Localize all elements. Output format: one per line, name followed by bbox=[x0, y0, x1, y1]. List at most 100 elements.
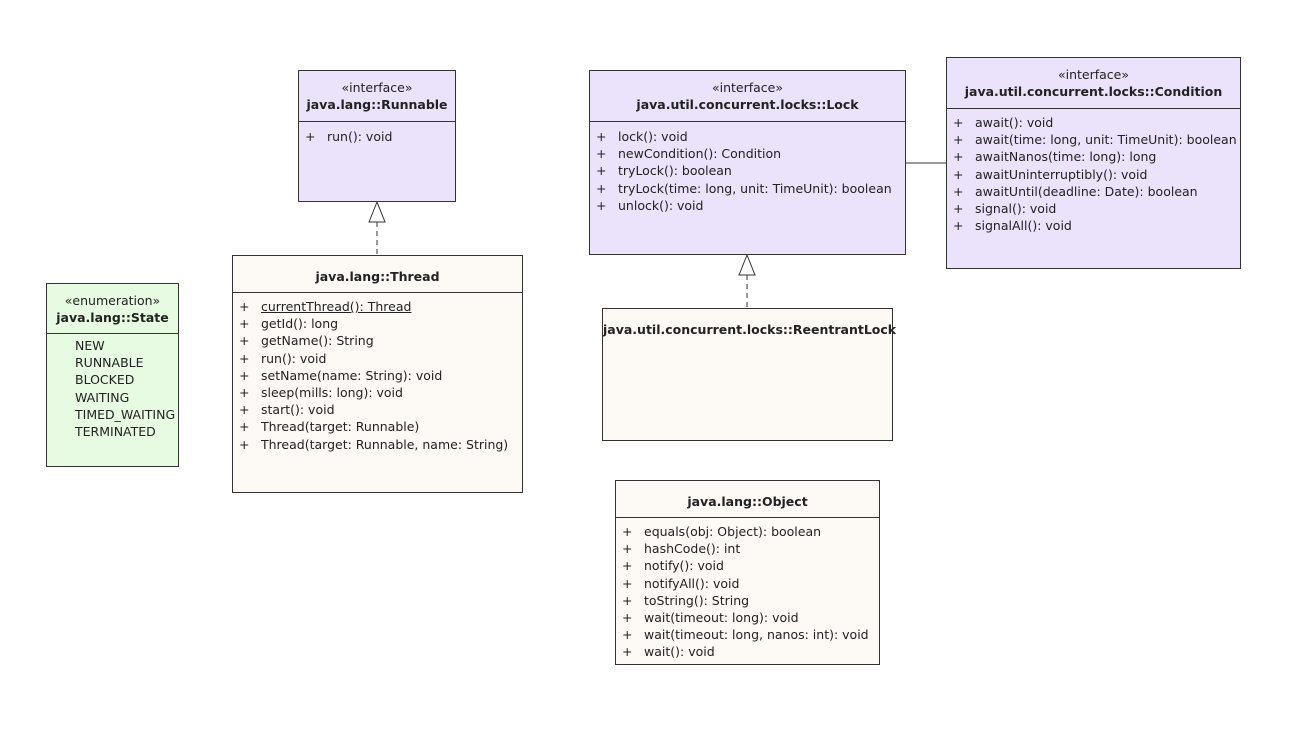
object-operation: + notifyAll(): void bbox=[616, 575, 879, 592]
op-signature: unlock(): void bbox=[618, 197, 704, 213]
thread-header: java.lang::Thread bbox=[233, 256, 522, 293]
enum-literal: RUNNABLE bbox=[75, 355, 144, 371]
state-name: java.lang::State bbox=[56, 310, 169, 325]
reentrantlock-name: java.util.concurrent.locks::ReentrantLoc… bbox=[603, 322, 897, 337]
runnable-stereotype: «interface» bbox=[341, 80, 413, 95]
thread-class-box[interactable]: java.lang::Thread + currentThread(): Thre… bbox=[232, 255, 523, 493]
op-visibility: + bbox=[239, 384, 250, 400]
op-visibility: + bbox=[622, 644, 633, 660]
op-visibility: + bbox=[239, 436, 250, 452]
enum-literal: NEW bbox=[75, 338, 105, 353]
op-visibility: + bbox=[953, 115, 964, 130]
op-visibility: + bbox=[953, 183, 964, 199]
object-operation: +wait(timeout: long): void bbox=[616, 609, 879, 626]
condition-name: java.util.concurrent.locks::Condition bbox=[964, 84, 1223, 99]
op-visibility: + bbox=[622, 575, 633, 591]
op-visibility: + bbox=[596, 197, 607, 213]
op-signature: wait(timeout: long): void bbox=[644, 609, 799, 625]
enum-literal: TIMED_WAITING bbox=[75, 406, 176, 422]
lock-name: java.util.concurrent.locks::Lock bbox=[636, 97, 859, 112]
op-visibility: + bbox=[953, 166, 964, 182]
thread-name: java.lang::Thread bbox=[315, 269, 440, 284]
thread-realizes-runnable-arrowhead bbox=[368, 200, 386, 223]
op-signature: currentThread(): Thread bbox=[261, 299, 412, 314]
object-operation: +wait(): void bbox=[616, 643, 879, 660]
op-visibility: + bbox=[239, 367, 250, 383]
op-visibility: + bbox=[239, 419, 250, 435]
condition-interface-box[interactable]: «interface» java.util.concurrent.locks::… bbox=[946, 57, 1241, 269]
op-visibility: + bbox=[622, 558, 633, 574]
op-visibility: + bbox=[953, 132, 964, 148]
condition-operations: + await(): void + await(time: long, unit: … bbox=[947, 109, 1240, 234]
op-signature: getId(): long bbox=[261, 316, 339, 332]
op-visibility: + bbox=[622, 592, 633, 608]
lock-interface-box[interactable]: «interface» java.util.concurrent.locks::… bbox=[589, 70, 906, 255]
lock-operation: +lock(): void bbox=[590, 128, 905, 145]
runnable-interface-box[interactable]: «interface» java.lang::Runnable + run():… bbox=[298, 70, 456, 202]
op-visibility: + bbox=[596, 180, 607, 196]
op-signature: awaitUntil(deadline: Date): boolean bbox=[975, 183, 1198, 199]
op-visibility: + bbox=[239, 316, 250, 332]
object-operation: +equals(obj: Object): boolean bbox=[616, 523, 879, 540]
enum-literal: BLOCKED bbox=[75, 372, 135, 388]
op-visibility: + bbox=[953, 200, 964, 216]
op-signature: equals(obj: Object): boolean bbox=[644, 524, 822, 539]
op-signature: setName(name: String): void bbox=[261, 367, 443, 383]
op-signature: Thread(target: Runnable, name: String) bbox=[261, 436, 509, 452]
object-operation: +hashCode(): int bbox=[616, 540, 879, 557]
op-signature: start(): void bbox=[261, 402, 335, 418]
op-signature: notifyAll(): void bbox=[644, 575, 740, 591]
object-header: java.lang::Object bbox=[616, 481, 879, 518]
runnable-operations: + run(): void bbox=[299, 122, 455, 145]
thread-operation: + Thread(target: Runnable, name: String) bbox=[233, 436, 522, 453]
op-signature: getName(): String bbox=[261, 333, 374, 349]
reentrantlock-class-box[interactable]: java.util.concurrent.locks::ReentrantLoc… bbox=[602, 308, 897, 441]
thread-operation: + start(): void bbox=[233, 401, 522, 418]
state-stereotype: «enumeration» bbox=[64, 293, 161, 308]
object-class-box[interactable]: java.lang::Object +equals(obj: Object): … bbox=[615, 480, 880, 665]
condition-operation: +awaitUninterruptibly(): void bbox=[947, 166, 1240, 183]
op-signature: awaitNanos(time: long): long bbox=[975, 149, 1157, 165]
op-signature: signalAll(): void bbox=[975, 218, 1072, 234]
op-visibility: + bbox=[305, 129, 316, 144]
thread-operation: + setName(name: String): void bbox=[233, 367, 522, 384]
reentrantlock-realizes-lock-arrowhead bbox=[738, 253, 756, 276]
op-visibility: + bbox=[596, 163, 607, 179]
runnable-name: java.lang::Runnable bbox=[306, 97, 448, 112]
lock-operation: + newCondition(): Condition bbox=[590, 145, 905, 162]
op-visibility: + bbox=[953, 149, 964, 165]
condition-operation: + awaitUntil(deadline: Date): boolean bbox=[947, 183, 1240, 200]
condition-operation: + signal(): void bbox=[947, 200, 1240, 217]
thread-operation: + getId(): long bbox=[233, 315, 522, 332]
op-signature: await(): void bbox=[975, 115, 1054, 130]
condition-operation: + await(): void bbox=[947, 114, 1240, 131]
op-visibility: + bbox=[622, 541, 633, 557]
condition-stereotype: «interface» bbox=[1057, 67, 1130, 82]
thread-operation: + getName(): String bbox=[233, 332, 522, 349]
runnable-operation: + run(): void bbox=[299, 128, 455, 145]
op-signature: signal(): void bbox=[975, 200, 1057, 216]
enum-literal: TERMINATED bbox=[75, 423, 156, 439]
op-signature: tryLock(): boolean bbox=[618, 163, 732, 179]
op-visibility: + bbox=[239, 350, 250, 366]
lock-stereotype: «interface» bbox=[711, 80, 784, 95]
op-signature: Thread(target: Runnable) bbox=[261, 419, 420, 435]
op-signature: toString(): String bbox=[644, 592, 750, 608]
op-visibility: + bbox=[596, 146, 607, 162]
op-visibility: + bbox=[239, 333, 250, 349]
state-header: «enumeration» java.lang::State bbox=[47, 284, 178, 334]
op-signature: await(time: long, unit: TimeUnit): boole… bbox=[975, 132, 1237, 148]
runnable-header: «interface» java.lang::Runnable bbox=[299, 71, 455, 122]
op-visibility: + bbox=[239, 402, 250, 418]
condition-operation: +signalAll(): void bbox=[947, 217, 1240, 234]
lock-operations: +lock(): void + newCondition(): Condition… bbox=[590, 122, 905, 214]
enum-literal: WAITING bbox=[75, 389, 130, 405]
op-signature: sleep(mills: long): void bbox=[261, 384, 403, 400]
lock-operation: +tryLock(time: long, unit: TimeUnit): bo… bbox=[590, 180, 905, 197]
state-enumeration-box[interactable]: «enumeration» java.lang::State NEW RUNNA… bbox=[46, 283, 179, 467]
thread-operation: + Thread(target: Runnable) bbox=[233, 418, 522, 435]
thread-operation: +run(): void bbox=[233, 350, 522, 367]
op-visibility: + bbox=[596, 129, 607, 144]
op-signature: newCondition(): Condition bbox=[618, 146, 782, 162]
